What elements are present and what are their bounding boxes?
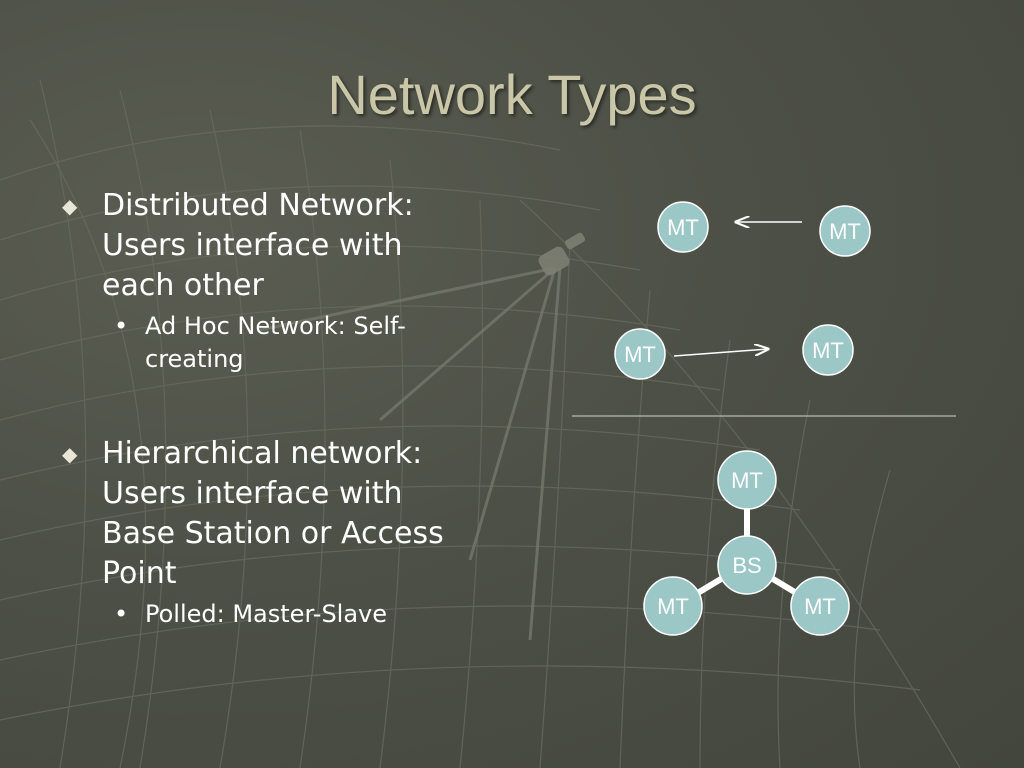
node-bs: BS [717, 535, 777, 595]
bullet-distributed-network: ◆ Distributed Network: Users interface w… [62, 186, 532, 306]
diamond-bullet-icon: ◆ [62, 194, 78, 218]
node-label: BS [732, 553, 761, 578]
node-label: MT [657, 594, 689, 619]
node-label: MT [812, 338, 844, 363]
dot-bullet-icon: • [114, 600, 129, 628]
node-mt: MT [802, 324, 854, 376]
bullet-hierarchical-network: ◆ Hierarchical network: Users interface … [62, 434, 532, 594]
node-label: MT [829, 219, 861, 244]
sub-bullet-polled: • Polled: Master-Slave [62, 598, 532, 631]
bullet-line: Users interface with [102, 228, 403, 263]
node-label: MT [667, 215, 699, 240]
node-mt: MT [614, 328, 666, 380]
sub-bullet-line: Polled: Master-Slave [145, 600, 388, 628]
bullet-line: Hierarchical network: [102, 436, 423, 471]
bullet-line: Users interface with [102, 476, 403, 511]
node-label: MT [624, 342, 656, 367]
bullet-line: each other [102, 268, 264, 303]
node-label: MT [731, 468, 763, 493]
page-title: Network Types [327, 63, 697, 126]
diamond-bullet-icon: ◆ [62, 442, 78, 466]
bullet-list: ◆ Distributed Network: Users interface w… [62, 186, 532, 631]
node-mt: MT [657, 201, 709, 253]
dot-bullet-icon: • [114, 312, 129, 340]
bullet-line: Point [102, 556, 177, 591]
node-mt: MT [643, 576, 703, 636]
sub-bullet-ad-hoc: • Ad Hoc Network: Self- creating [62, 310, 532, 376]
sub-bullet-line: creating [145, 345, 244, 373]
node-label: MT [804, 594, 836, 619]
node-mt: MT [717, 450, 777, 510]
bullet-line: Distributed Network: [102, 188, 414, 223]
bullet-line: Base Station or Access [102, 516, 444, 551]
arrow-link [673, 349, 768, 357]
node-mt: MT [819, 205, 871, 257]
sub-bullet-line: Ad Hoc Network: Self- [145, 312, 406, 340]
node-mt: MT [790, 576, 850, 636]
